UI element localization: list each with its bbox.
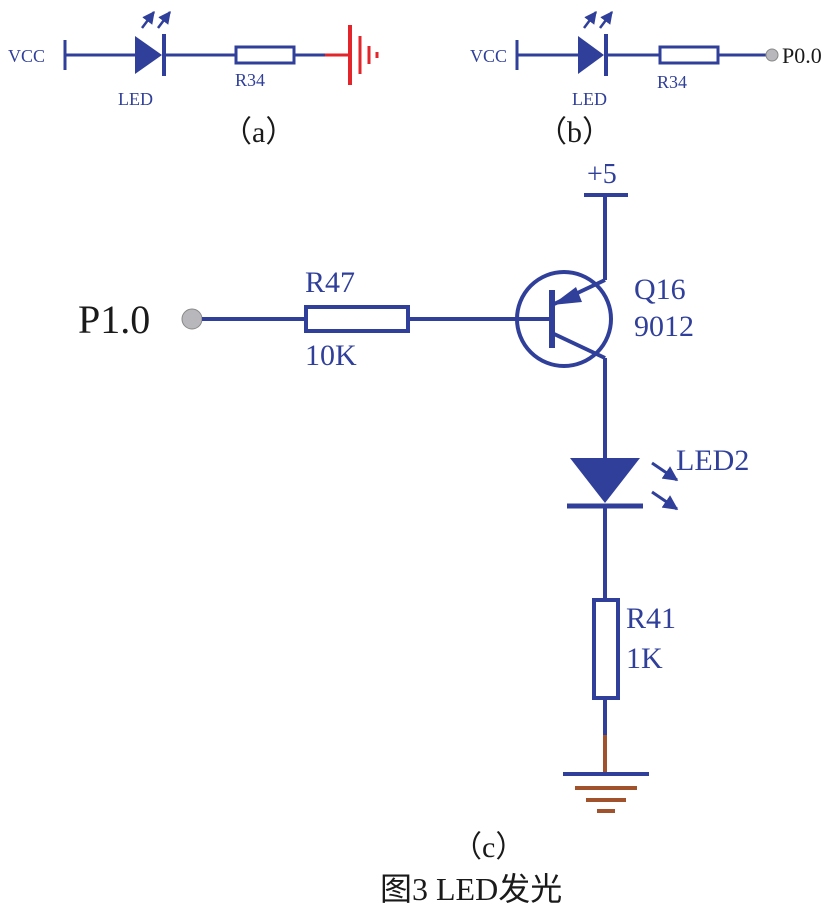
resistor-b: R34 bbox=[657, 45, 720, 92]
supply-terminal: +5 bbox=[584, 159, 628, 197]
led2: LED2 bbox=[567, 444, 749, 511]
r47-value-label: 10K bbox=[305, 339, 357, 372]
sublabel-c: （c） bbox=[452, 831, 525, 864]
resistor-r41: R41 1K bbox=[592, 598, 676, 700]
r41-value-label: 1K bbox=[626, 642, 663, 675]
figure-caption: 图3 LED发光 bbox=[380, 871, 562, 907]
r41-name-label: R41 bbox=[626, 602, 676, 635]
ground-icon bbox=[563, 772, 649, 813]
vcc-terminal-b: VCC bbox=[470, 40, 519, 70]
vcc-terminal-a: VCC bbox=[8, 40, 67, 70]
led-a: LED bbox=[118, 11, 171, 109]
resistor-label-a: R34 bbox=[235, 70, 265, 90]
resistor-r47: R47 10K bbox=[304, 266, 410, 372]
led-label-a: LED bbox=[118, 89, 153, 109]
light-arrow-icon bbox=[599, 11, 613, 29]
circuit-c: +5 P1.0 R47 10K Q16 9012 bbox=[78, 159, 749, 864]
vcc-label-b: VCC bbox=[470, 46, 507, 66]
light-arrow-icon bbox=[651, 490, 679, 511]
sublabel-b: （b） bbox=[537, 116, 612, 149]
transistor-q16: Q16 9012 bbox=[515, 270, 694, 368]
led-label-b: LED bbox=[572, 89, 607, 109]
resistor-a: R34 bbox=[234, 45, 296, 90]
q16-part-label: 9012 bbox=[634, 310, 694, 343]
vcc-label-a: VCC bbox=[8, 46, 45, 66]
q16-name-label: Q16 bbox=[634, 273, 686, 306]
light-arrow-icon bbox=[141, 11, 155, 29]
light-arrow-icon bbox=[583, 11, 597, 29]
light-arrow-icon bbox=[651, 461, 679, 482]
port-pad-icon bbox=[765, 48, 779, 62]
supply-label: +5 bbox=[587, 159, 617, 190]
port-label-b: P0.0 bbox=[782, 43, 822, 68]
resistor-label-b: R34 bbox=[657, 72, 687, 92]
circuit-b: VCC LED R34 P0.0 （b） bbox=[470, 11, 822, 149]
circuit-a: VCC LED R34 （a） bbox=[8, 11, 379, 149]
led2-label: LED2 bbox=[676, 444, 749, 477]
port-pad-icon bbox=[181, 308, 203, 330]
light-arrow-icon bbox=[157, 11, 171, 29]
emitter-arrow-icon bbox=[552, 287, 582, 305]
input-port-label: P1.0 bbox=[78, 297, 150, 342]
led-b: LED bbox=[572, 11, 613, 109]
r47-name-label: R47 bbox=[305, 266, 355, 299]
sublabel-a: （a） bbox=[222, 116, 295, 149]
ground-icon bbox=[348, 25, 379, 85]
